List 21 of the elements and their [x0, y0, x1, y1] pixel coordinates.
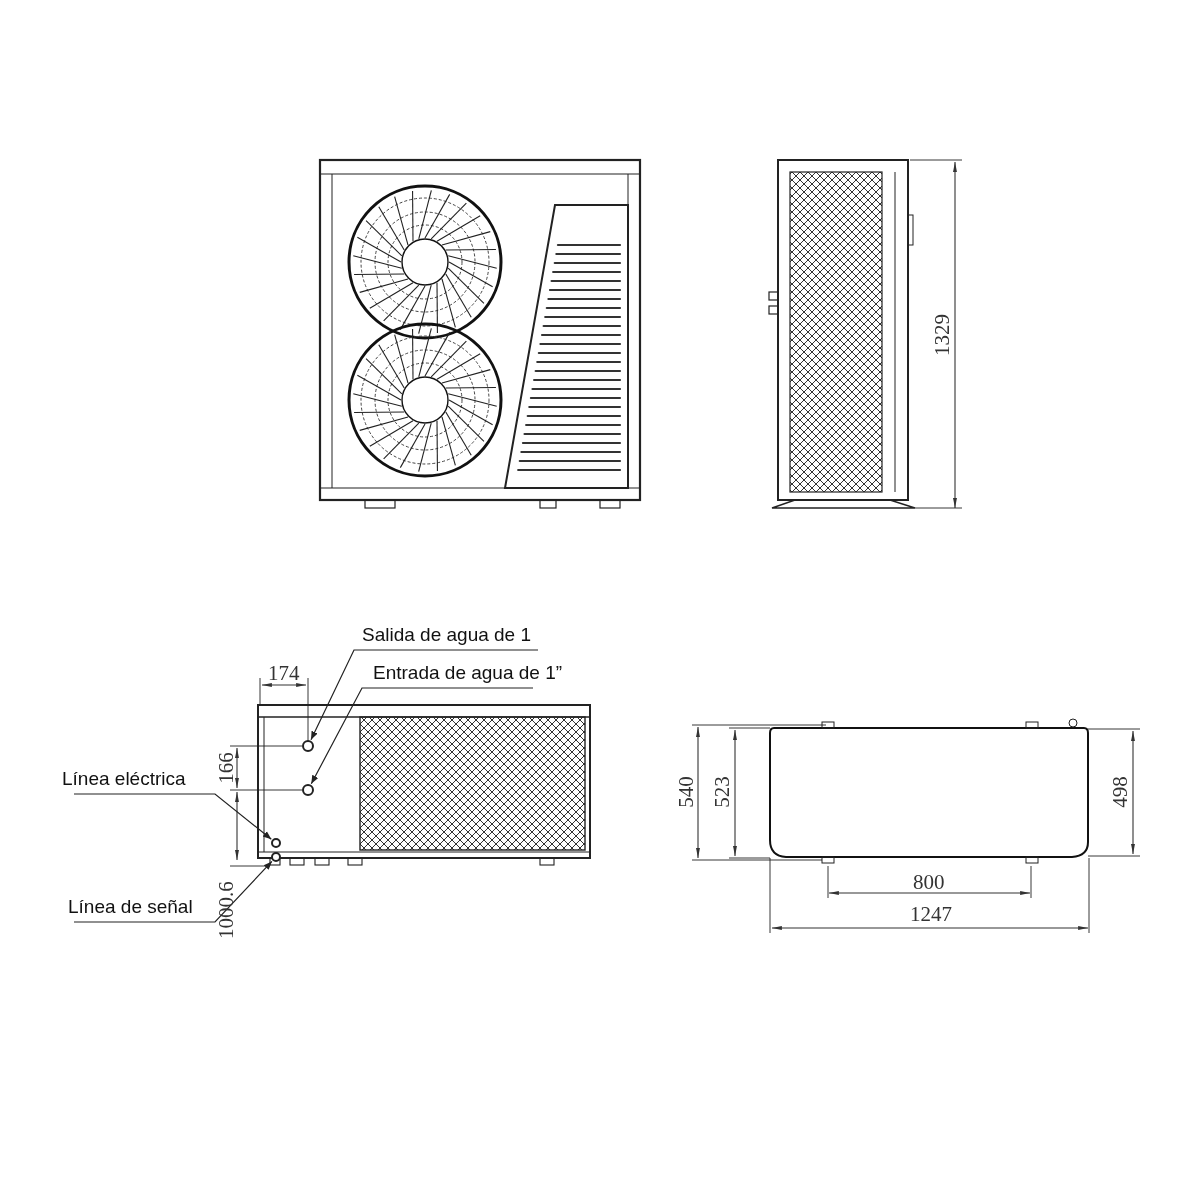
leader-line [310, 687, 534, 785]
dimension-label: 540 [674, 776, 697, 808]
dimension-label: 166 [214, 752, 237, 784]
callout-label: Línea de señal [68, 896, 193, 918]
callout-label: Línea eléctrica [62, 768, 186, 790]
leader-line [310, 649, 539, 741]
pipe-connector [271, 852, 281, 862]
dimension-label: 174 [268, 662, 300, 684]
dimension-label: 1247 [910, 903, 952, 925]
callout-label: Salida de agua de 1 [362, 624, 532, 646]
dimension-label: 523 [710, 776, 733, 808]
pipe-connector [271, 838, 281, 848]
leader-line [73, 860, 273, 923]
pipe-connector [302, 740, 314, 752]
dimension-label: 800 [913, 871, 945, 893]
dimension-label: 1329 [931, 314, 953, 356]
pipe-connector [302, 784, 314, 796]
leader-line [73, 793, 272, 840]
callout-label: Entrada de agua de 1” [373, 662, 563, 684]
dimension-label: 1000.6 [214, 881, 237, 939]
dimension-label: 498 [1108, 776, 1131, 808]
